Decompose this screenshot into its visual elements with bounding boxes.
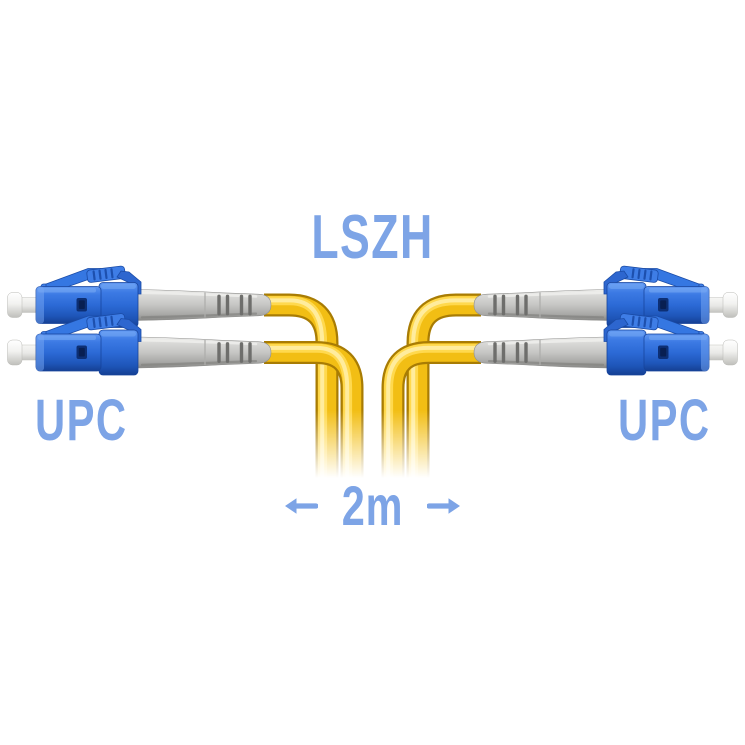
connector-right-top — [472, 264, 740, 330]
polish-type-label-right: UPC — [617, 388, 710, 453]
arrow-right-icon — [426, 498, 460, 514]
polish-type-label-left: UPC — [35, 388, 128, 453]
cable-left-bottom — [259, 341, 364, 486]
length-annotation: 2m — [0, 478, 745, 534]
cable-left-top — [259, 293, 339, 486]
jacket-type-label: LSZH — [311, 203, 434, 272]
cable-bundle — [259, 293, 486, 486]
connector-left-top — [5, 264, 273, 330]
cable-right-bottom — [381, 341, 486, 486]
arrow-left-icon — [285, 498, 319, 514]
cable-right-top — [406, 293, 486, 486]
length-value: 2m — [341, 474, 404, 537]
